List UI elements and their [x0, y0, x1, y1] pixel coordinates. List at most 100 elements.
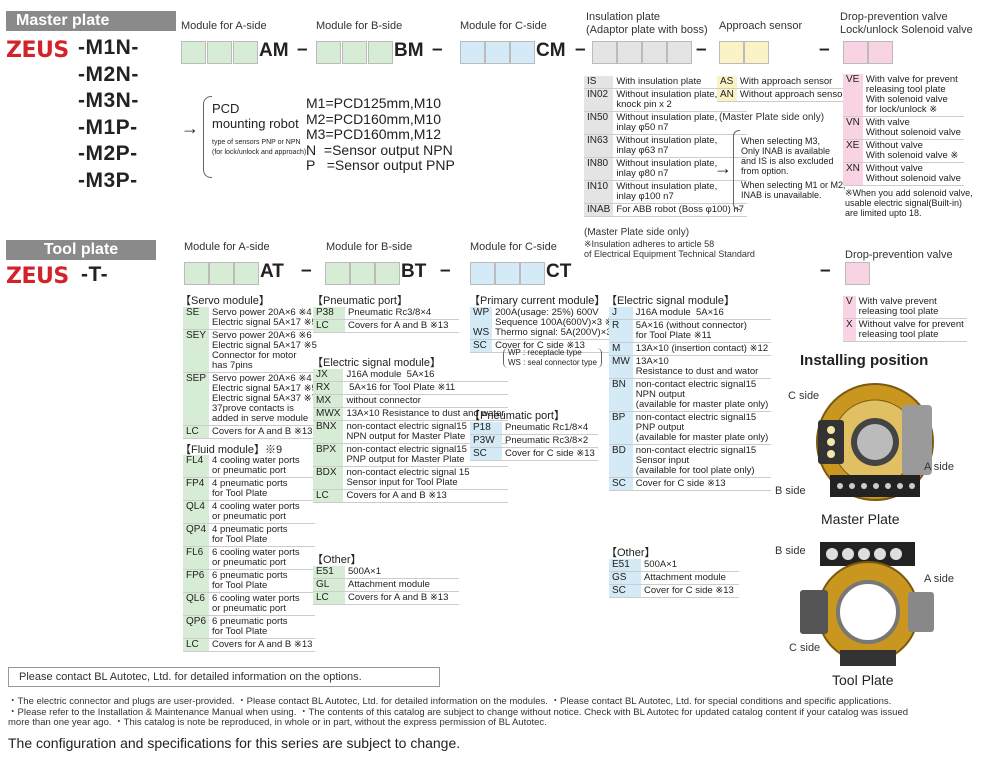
footnotes: ・The electric connector and plugs are us… [8, 696, 998, 729]
option-description: 200A(usage: 25%) 600V Sequence 100A(600V… [492, 307, 621, 340]
option-code: WP WS [470, 307, 493, 340]
tool-a-slot-3[interactable] [234, 262, 259, 285]
tool-b-slot-1[interactable] [325, 262, 350, 285]
option-description: For ABB robot (Boss φ100) n7 [613, 203, 747, 217]
option-code: QL6 [183, 592, 210, 616]
option-code: SC [470, 447, 502, 461]
footnote-line: ・Please refer to the Installation & Main… [8, 706, 909, 718]
master-a-slot-2[interactable] [207, 41, 232, 64]
master-a-slot-3[interactable] [233, 41, 258, 64]
option-description: Without valve With solenoid valve ※ [862, 139, 964, 163]
approach-bullet: When selecting M1 or M2, INAB is unavail… [741, 180, 846, 200]
option-code: GS [609, 571, 641, 585]
master-ins-slot-3[interactable] [642, 41, 667, 64]
option-code: V [843, 296, 856, 319]
master-c-slot-3[interactable] [510, 41, 535, 64]
tool-a-slot-2[interactable] [209, 262, 234, 285]
option-description: Attachment module [345, 578, 459, 592]
option-description: Cover for C side ※13 [502, 447, 598, 461]
option-description: With insulation plate [613, 76, 747, 89]
master-c-side-label: C side [788, 390, 820, 402]
pcd-line: M1=PCD125mm,M10 [306, 95, 441, 111]
master-c-slot-1[interactable] [460, 41, 485, 64]
option-description: 6 cooling water ports or pneumatic port [209, 592, 316, 616]
option-description: 4 cooling water ports or pneumatic port [209, 455, 316, 478]
tool-b-suffix: BT [401, 261, 427, 282]
master-col-approach-label: Approach sensor [719, 20, 803, 32]
option-description: 500A×1 [345, 566, 459, 579]
option-code: MX [313, 394, 344, 408]
option-description: With valve prevent releasing tool plate [855, 296, 967, 319]
option-code: MWX [313, 407, 344, 421]
option-description: non-contact electric signal 15 Sensor in… [343, 466, 508, 490]
pneu-b-title: 【Pneumatic port】 [312, 295, 408, 307]
master-c-slot-2[interactable] [485, 41, 510, 64]
option-description: Servo power 20A×6 ※4 Electric signal 5A×… [209, 307, 320, 330]
tool-c-slot-2[interactable] [495, 262, 520, 285]
master-a-suffix: AM [259, 40, 289, 61]
master-b-slot-3[interactable] [368, 41, 393, 64]
tool-b-slot-2[interactable] [350, 262, 375, 285]
master-approach-slot-2[interactable] [744, 41, 769, 64]
drop-master-note: ※When you add solenoid valve, usable ele… [845, 188, 973, 218]
option-code: X [843, 318, 856, 342]
option-description: Cover for C side ※13 [641, 584, 739, 598]
option-code: AS [717, 76, 737, 89]
master-approach-slot-1[interactable] [719, 41, 744, 64]
master-ins-slot-1[interactable] [592, 41, 617, 64]
tool-b-slot-3[interactable] [375, 262, 400, 285]
installing-title: Installing position [800, 352, 929, 369]
option-code: JX [313, 369, 344, 382]
option-description: 6 pneumatic ports for Tool Plate [209, 569, 316, 593]
master-b-slot-1[interactable] [316, 41, 341, 64]
tool-c-slot-3[interactable] [520, 262, 545, 285]
tool-plate-caption: Tool Plate [832, 672, 894, 688]
master-ins-slot-2[interactable] [617, 41, 642, 64]
option-code: BNX [313, 420, 344, 444]
elec-b-title: 【Electric signal module】 [312, 357, 441, 369]
master-ins-slot-4[interactable] [667, 41, 692, 64]
master-drop-slot-1[interactable] [843, 41, 868, 64]
dash: – [432, 39, 443, 60]
option-description: 500A×1 [641, 559, 739, 572]
option-description: J16A module 5A×16 [632, 307, 772, 320]
master-col-drop-label: Drop-prevention valve Lock/unlock Soleno… [840, 11, 973, 36]
option-description: Covers for A and B ※13 [345, 319, 459, 333]
master-a-slot-1[interactable] [181, 41, 206, 64]
option-code: MW [609, 355, 633, 379]
tool-a-slot-1[interactable] [184, 262, 209, 285]
tool-drop-slot-1[interactable] [845, 262, 870, 285]
master-c-suffix: CM [536, 40, 566, 61]
option-code: FL4 [183, 455, 210, 478]
tool-c-slot-1[interactable] [470, 262, 495, 285]
option-code: BD [609, 444, 633, 478]
master-drop-slot-2[interactable] [868, 41, 893, 64]
option-code: E51 [609, 559, 641, 572]
option-description: Pneumatic Rc3/8×4 [345, 307, 459, 320]
master-b-slot-2[interactable] [342, 41, 367, 64]
option-code: XE [843, 139, 863, 163]
master-model-3: -M1P- [78, 115, 138, 139]
